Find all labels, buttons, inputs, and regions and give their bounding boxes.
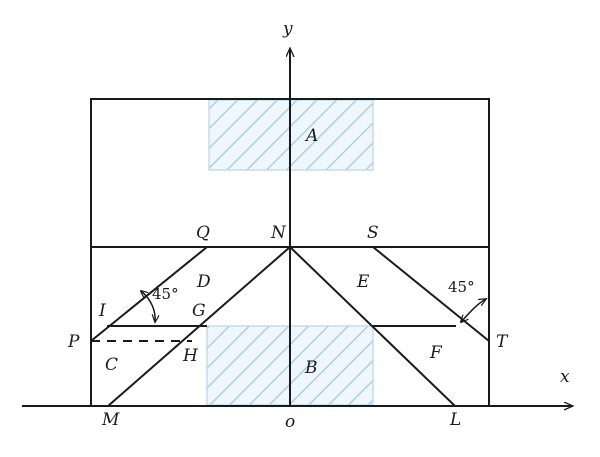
region-label-H: H <box>183 346 198 366</box>
point-label-M: M <box>102 410 120 430</box>
point-label-G: G <box>192 301 206 321</box>
origin-label: o <box>285 412 296 432</box>
region-label-F: F <box>430 343 442 363</box>
axis-label-x: x <box>560 367 570 387</box>
point-label-Q: Q <box>196 223 210 243</box>
point-label-N: N <box>271 223 286 243</box>
diagonal-st <box>372 246 490 342</box>
axis-label-y: y <box>283 19 293 39</box>
point-label-L: L <box>450 410 462 430</box>
angle-marker-left <box>141 291 155 322</box>
point-label-I: I <box>99 301 106 321</box>
region-label-A: A <box>306 126 319 146</box>
region-label-C: C <box>105 355 119 375</box>
diagonal-nl <box>289 246 456 407</box>
point-label-P: P <box>68 332 80 352</box>
angle-label-right: 45° <box>448 278 475 296</box>
region-label-B: B <box>305 358 318 378</box>
angle-label-left: 45° <box>152 285 179 303</box>
angle-marker-right <box>461 299 486 322</box>
point-label-S: S <box>367 223 379 243</box>
region-label-E: E <box>357 272 370 292</box>
point-label-T: T <box>496 332 508 352</box>
region-label-D: D <box>197 272 211 292</box>
